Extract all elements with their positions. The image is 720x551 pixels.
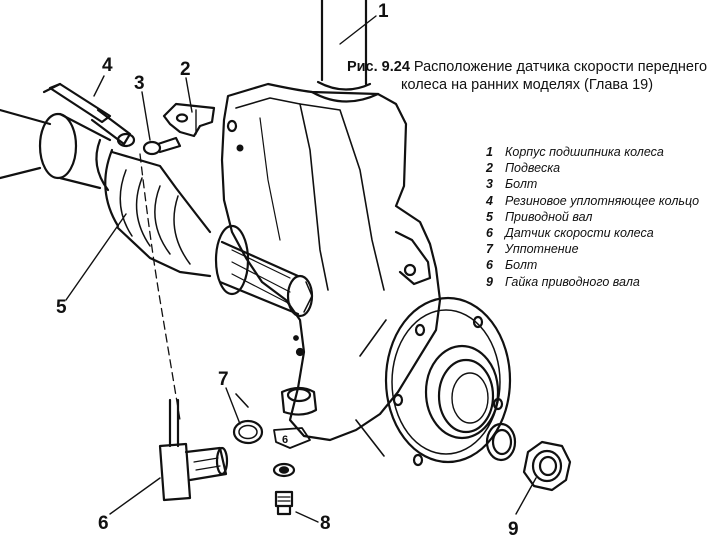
suspension-strut: [310, 0, 380, 103]
callout-6: 6: [98, 513, 109, 534]
legend-text: Подвеска: [505, 161, 561, 176]
legend-item: 6 Болт: [486, 257, 718, 273]
legend-item: 9 Гайка приводного вала: [486, 274, 718, 290]
legend-num: 6: [486, 226, 493, 241]
legend-text: Корпус подшипника колеса: [505, 145, 664, 159]
legend-text: Уппотнение: [505, 242, 579, 257]
leader-lines: [65, 15, 537, 523]
legend-item: 1 Корпус подшипника колеса: [486, 144, 718, 160]
legend-text: Гайка приводного вала: [505, 274, 640, 289]
callout-4: 4: [102, 55, 113, 76]
legend-num: 2: [486, 161, 493, 176]
legend-item: 6 Датчик скорости колеса: [486, 225, 718, 241]
legend-text: Болт: [505, 258, 538, 273]
legend-item: 5 Приводной вал: [486, 209, 718, 225]
hub-flange: [355, 296, 512, 467]
legend-num: 5: [486, 209, 493, 224]
legend-item: 7 Уппотнение: [486, 241, 718, 257]
legend-num: 6: [486, 258, 493, 273]
legend-num: 4: [486, 193, 493, 208]
bolt-3: [142, 136, 182, 156]
callout-9: 9: [508, 519, 519, 540]
figure-caption: Рис. 9.24 Расположение датчика скорости …: [338, 58, 716, 94]
drive-shaft: [0, 108, 314, 318]
callout-3: 3: [134, 73, 145, 94]
legend-text: Болт: [505, 177, 538, 192]
figure-caption-lead: Рис. 9.24: [346, 59, 410, 75]
legend-num: 9: [486, 274, 493, 289]
legend-num: 1: [486, 145, 493, 159]
sensor-cable: [139, 153, 181, 421]
bearing-housing: 6: [220, 82, 442, 449]
legend-text: Приводной вал: [505, 209, 593, 224]
seal-ring: [232, 393, 264, 445]
callout-1: 1: [378, 1, 389, 22]
bracket: [162, 102, 216, 138]
callout-7: 7: [218, 369, 229, 390]
bolt-8: [272, 462, 296, 516]
legend-item: 4 Резиновое уплотняющее кольцо: [486, 193, 718, 209]
svg-text:6: 6: [282, 434, 288, 446]
legend-text: Датчик скорости колеса: [505, 226, 654, 241]
legend-item: 3 Болт: [486, 176, 718, 192]
wheel-speed-sensor: [158, 398, 229, 502]
driveshaft-nut: [485, 422, 572, 492]
callout-5: 5: [56, 297, 67, 318]
callout-2: 2: [180, 59, 191, 80]
legend-num: 7: [486, 242, 493, 257]
rubber-ring: [42, 82, 136, 148]
legend-num: 3: [486, 177, 493, 192]
legend-item: 2 Подвеска: [486, 160, 718, 176]
callout-8: 8: [320, 513, 331, 534]
legend-text: Резиновое уплотняющее кольцо: [505, 193, 700, 208]
figure-caption-text: Расположение датчика скорости переднего …: [400, 59, 708, 93]
